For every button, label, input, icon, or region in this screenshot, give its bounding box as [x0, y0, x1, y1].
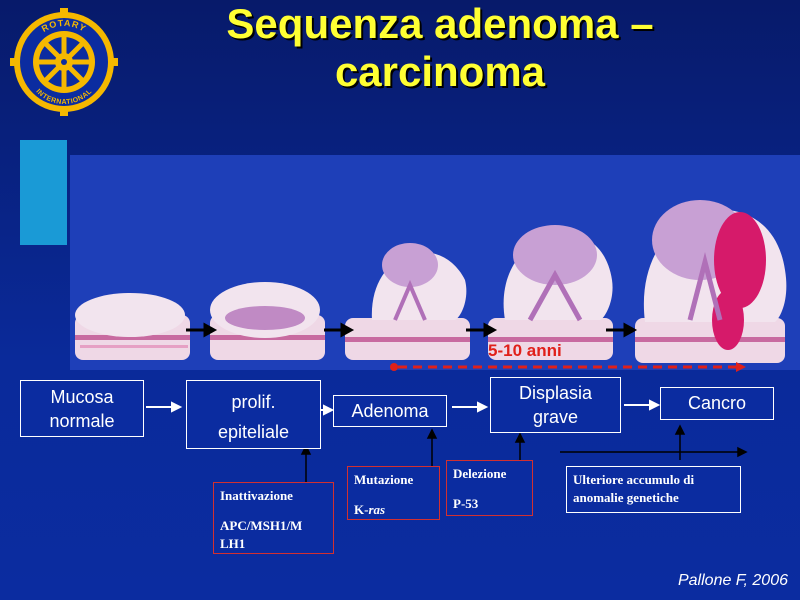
slide-title: Sequenza adenoma – carcinoma [120, 0, 760, 96]
genetic-box-kras: Mutazione K-ras [347, 466, 440, 520]
gene-prefix: K- [354, 502, 369, 517]
stage-box-severe-dysplasia: Displasia grave [490, 377, 621, 433]
genetic-gene: APC/MSH1/M [220, 518, 303, 533]
title-line-1: Sequenza adenoma – [226, 0, 654, 47]
timeline-label: 5-10 anni [488, 341, 562, 360]
stage-box-adenoma: Adenoma [333, 395, 447, 427]
stage-image-proliferation [210, 282, 325, 360]
stage-image-adenoma [345, 243, 470, 360]
genetic-gene: LH1 [220, 536, 246, 551]
stage-label: Adenoma [351, 401, 429, 421]
genetic-gene: K-ras [354, 501, 433, 519]
rotary-logo: ROTARY INTERNATIONAL [10, 8, 118, 116]
genetic-box-further: Ulteriore accumulo di anomalie genetiche [566, 466, 741, 513]
genetic-title: Inattivazione [220, 488, 293, 503]
gene-name: ras [368, 502, 386, 517]
genetic-gene: P-53 [453, 496, 479, 511]
svg-text:ROTARY: ROTARY [40, 18, 88, 34]
title-line-2: carcinoma [334, 48, 546, 95]
stage-box-normal-mucosa: Mucosa normale [20, 380, 144, 437]
stage-image-dysplasia [488, 225, 613, 360]
stage-label: normale [49, 411, 115, 431]
stage-label: epiteliale [217, 422, 290, 442]
stage-image-normal [75, 293, 190, 360]
stage-box-proliferation: prolif. epiteliale [186, 380, 321, 449]
genetic-title: Mutazione [354, 472, 414, 487]
stage-image-cancer [635, 200, 787, 363]
stage-box-cancer: Cancro [660, 387, 774, 420]
genetic-title: Delezione [453, 466, 507, 481]
stage-label: grave [532, 407, 579, 427]
citation: Pallone F, 2006 [677, 572, 788, 589]
stage-label: Cancro [687, 393, 747, 413]
genetic-text: Ulteriore accumulo di [573, 472, 695, 487]
sidebar-accent [20, 140, 67, 245]
genetic-box-p53: Delezione P-53 [446, 460, 533, 516]
stage-label: prolif. [231, 392, 276, 412]
stage-image-arrows [186, 322, 638, 338]
genetic-box-apc: Inattivazione APC/MSH1/M LH1 [213, 482, 334, 554]
stage-label: Mucosa [50, 387, 114, 407]
logo-top-text: ROTARY [40, 18, 87, 34]
genetic-text: anomalie genetiche [573, 490, 679, 505]
stage-label: Displasia [518, 383, 593, 403]
